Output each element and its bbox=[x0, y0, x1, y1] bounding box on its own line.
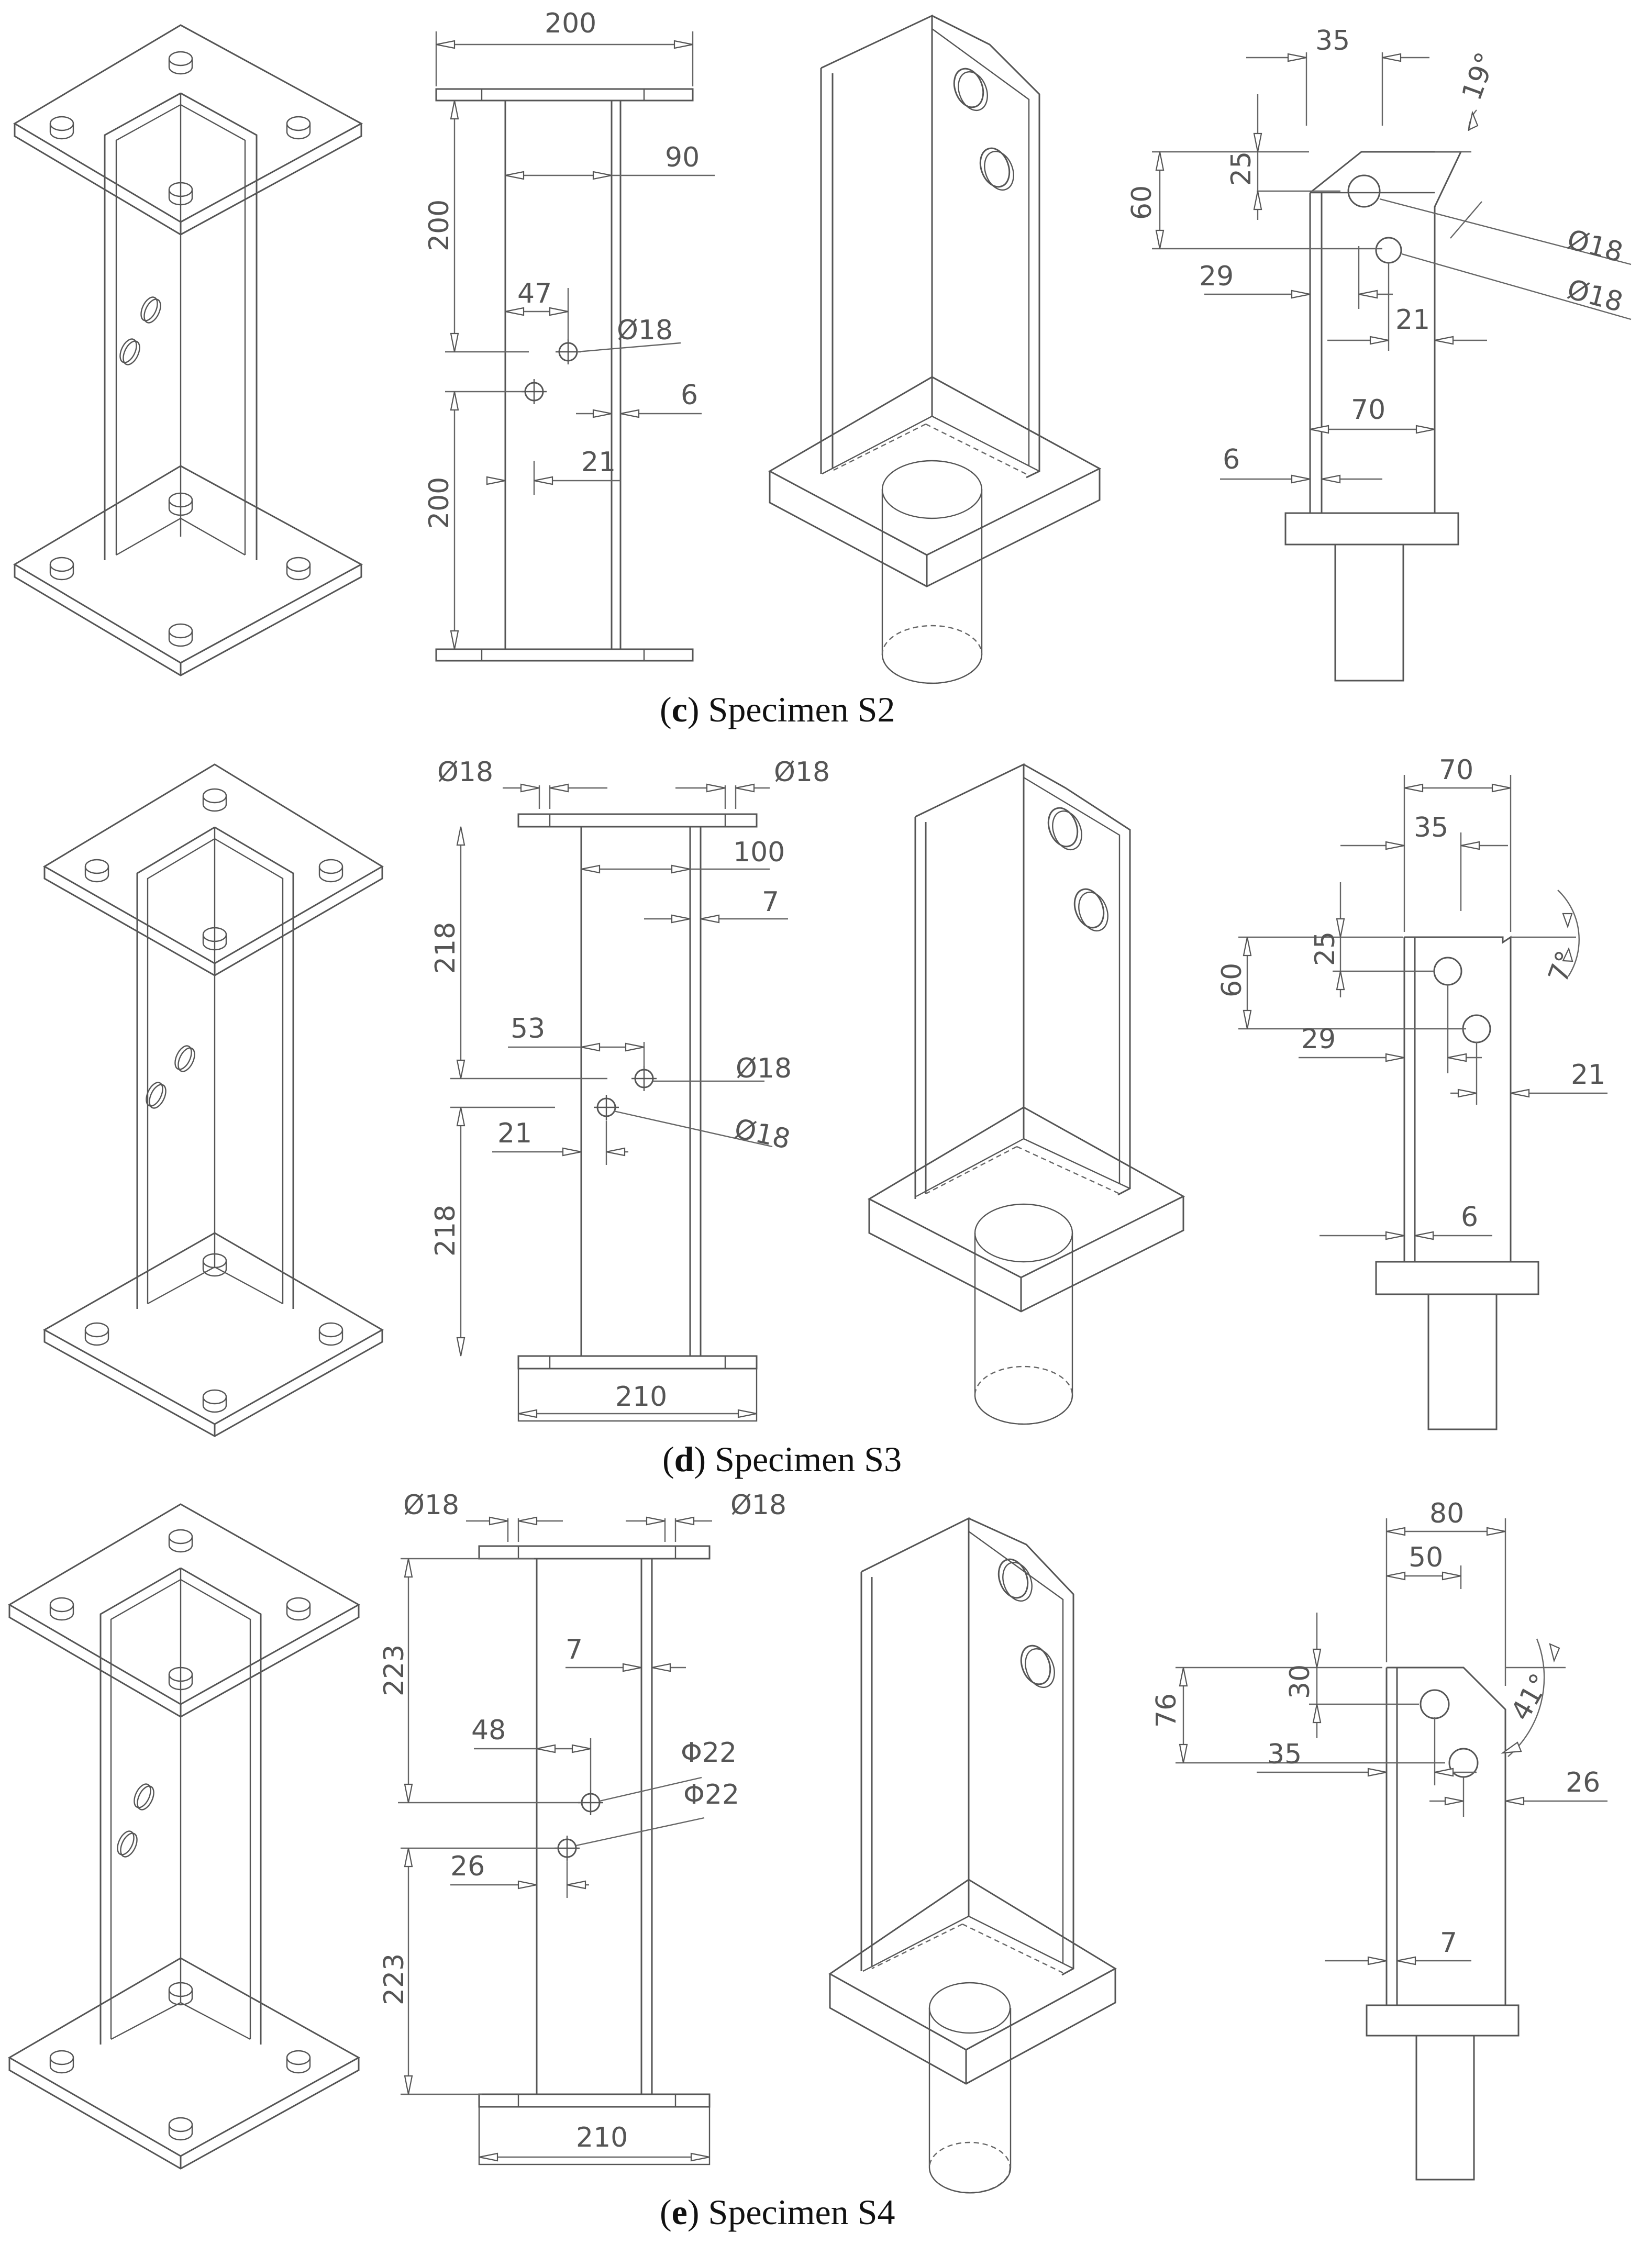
s3-angle-detail bbox=[1238, 775, 1607, 1430]
s3-hole2-label: Ø18 bbox=[731, 1113, 793, 1156]
s4-detail-thickness-label: 7 bbox=[1440, 1927, 1457, 1959]
s2-angle-label: 19° bbox=[1456, 48, 1502, 104]
s2-hole-x-label: 47 bbox=[517, 278, 552, 309]
s2-leg-label: 70 bbox=[1351, 394, 1385, 426]
s2-hole1-label: Ø18 bbox=[1564, 224, 1626, 269]
s4-pitch-label: 30 bbox=[1284, 1664, 1316, 1699]
s4-gauge-label: 35 bbox=[1267, 1739, 1302, 1770]
s2-isometric-angle bbox=[768, 14, 1102, 684]
s3-thickness-label: 7 bbox=[762, 886, 779, 918]
s4-isometric-angle bbox=[828, 1517, 1117, 2194]
s3-pitch-label: 25 bbox=[1310, 931, 1341, 966]
s2-lower-label: 200 bbox=[424, 477, 455, 529]
s3-isometric-column bbox=[42, 763, 384, 1437]
s4-edge-label-detail: 26 bbox=[1566, 1767, 1600, 1798]
s3-isometric-angle bbox=[867, 763, 1185, 1425]
s4-lower-label: 223 bbox=[379, 1953, 410, 2005]
s4-leg-label: 80 bbox=[1429, 1498, 1464, 1529]
s3-elevation bbox=[450, 783, 788, 1422]
s2-depth-label: 60 bbox=[1126, 185, 1158, 220]
s4-depth-label: 76 bbox=[1151, 1693, 1182, 1728]
s3-detail-thickness-label: 6 bbox=[1461, 1202, 1478, 1233]
s4-top-label: 50 bbox=[1409, 1542, 1443, 1573]
s3-hole-left-label: Ø18 bbox=[437, 757, 493, 788]
s2-isometric-column bbox=[13, 24, 363, 676]
s2-upper-label: 200 bbox=[424, 199, 455, 251]
caption-s4: (e) Specimen S4 bbox=[660, 2192, 895, 2232]
s4-edge-label: 26 bbox=[450, 1851, 485, 1882]
s4-hole2-label: Φ22 bbox=[683, 1779, 739, 1810]
s3-edge-label: 21 bbox=[497, 1118, 532, 1149]
s3-flange-label: 100 bbox=[733, 837, 785, 868]
s4-isometric-column bbox=[8, 1503, 361, 2170]
s4-angle-label: 41° bbox=[1505, 1669, 1556, 1726]
caption-s2: (c) Specimen S2 bbox=[660, 690, 895, 729]
panel-s4 bbox=[8, 1503, 1607, 2194]
s4-angle-detail bbox=[1176, 1518, 1607, 2181]
s3-hole-x-label: 53 bbox=[511, 1013, 545, 1045]
dimension-labels: 200 90 200 200 47 Ø18 6 21 35 19° 60 25 … bbox=[379, 8, 1626, 2153]
s4-hole-right-label: Ø18 bbox=[730, 1490, 786, 1521]
s3-top-label: 35 bbox=[1414, 812, 1448, 843]
s3-hole1-label: Ø18 bbox=[736, 1053, 792, 1084]
s2-detail-edge-label: 21 bbox=[1395, 304, 1430, 336]
s2-thickness-label: 6 bbox=[681, 380, 698, 411]
s3-width-label: 210 bbox=[615, 1381, 667, 1413]
s4-hole1-label: Φ22 bbox=[681, 1737, 737, 1769]
s4-hole-left-label: Ø18 bbox=[403, 1490, 459, 1521]
panel-s3 bbox=[42, 763, 1607, 1437]
s3-edge-label-detail: 21 bbox=[1571, 1059, 1605, 1091]
s4-upper-label: 223 bbox=[379, 1645, 410, 1696]
s2-hole2-label: Ø18 bbox=[1564, 274, 1626, 319]
panel-s2 bbox=[13, 14, 1632, 684]
s3-upper-label: 218 bbox=[430, 922, 461, 974]
s4-elevation bbox=[398, 1516, 712, 2165]
caption-s3: (d) Specimen S3 bbox=[662, 1439, 902, 1479]
s3-depth-label: 60 bbox=[1216, 963, 1248, 997]
s2-gauge-label: 29 bbox=[1199, 261, 1234, 292]
s3-lower-label: 218 bbox=[430, 1205, 461, 1257]
s2-hole-label: Ø18 bbox=[617, 315, 673, 346]
s2-detail-thickness-label: 6 bbox=[1223, 444, 1240, 475]
s4-width-label: 210 bbox=[576, 2122, 628, 2153]
s2-flange-label: 90 bbox=[665, 142, 700, 173]
s4-thickness-label: 7 bbox=[566, 1634, 583, 1665]
s2-width-label: 200 bbox=[545, 8, 596, 39]
s3-leg-label: 70 bbox=[1439, 754, 1473, 786]
s2-edge-label: 21 bbox=[581, 447, 616, 478]
s2-top-label: 35 bbox=[1315, 25, 1350, 57]
s3-gauge-label: 29 bbox=[1301, 1024, 1336, 1055]
s2-elevation bbox=[435, 31, 715, 662]
s3-angle-label: 7° bbox=[1543, 947, 1583, 986]
s2-pitch-label: 25 bbox=[1226, 151, 1257, 186]
s2-angle-detail bbox=[1152, 52, 1632, 682]
s3-hole-right-label: Ø18 bbox=[774, 757, 830, 788]
s4-hole-x-label: 48 bbox=[471, 1715, 506, 1746]
